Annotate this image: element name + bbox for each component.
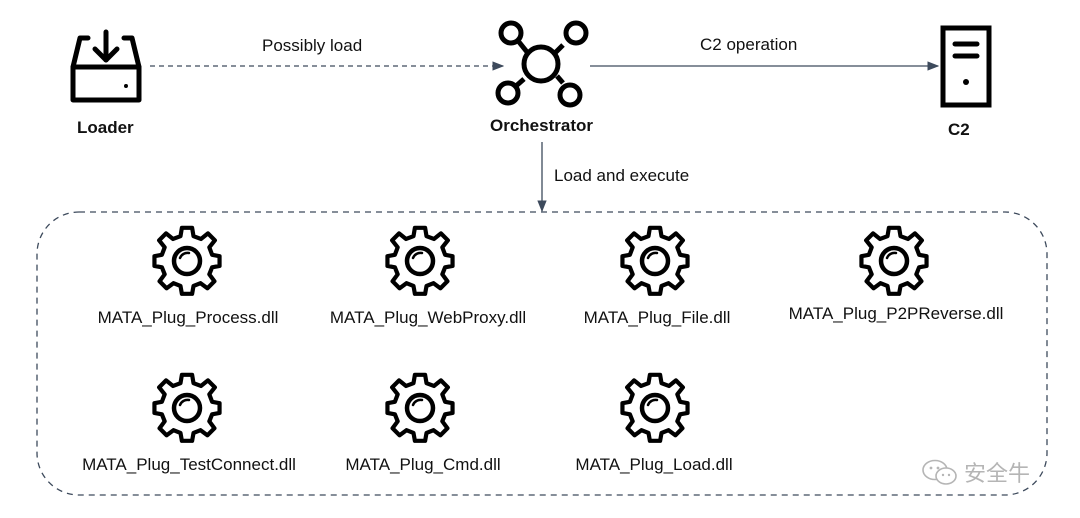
orchestrator-label: Orchestrator — [490, 116, 593, 135]
plugin-label: MATA_Plug_P2PReverse.dll — [788, 304, 1004, 323]
plugin-label: MATA_Plug_Process.dll — [97, 308, 279, 327]
gear-icon — [622, 375, 687, 441]
edge-label-possibly-load: Possibly load — [262, 36, 363, 55]
watermark-text: 安全牛 — [964, 462, 1031, 487]
wechat-icon — [922, 459, 957, 485]
plugin-label: MATA_Plug_Load.dll — [575, 455, 733, 474]
gear-icon — [861, 228, 926, 294]
plugin-container — [36, 211, 1048, 496]
plugin-label: MATA_Plug_WebProxy.dll — [329, 308, 527, 327]
edge-label-c2-operation: C2 operation — [700, 35, 798, 54]
download-tray-icon — [70, 29, 142, 103]
gear-icon — [154, 375, 219, 441]
loader-label: Loader — [77, 118, 134, 137]
watermark: 安全牛 — [920, 456, 1030, 488]
gear-icon — [154, 228, 219, 294]
plugin-label: MATA_Plug_TestConnect.dll — [82, 455, 296, 474]
edge-label-load-and-execute: Load and execute — [554, 166, 690, 185]
gear-icon — [387, 375, 452, 441]
network-hub-icon — [495, 20, 589, 108]
gear-icon — [387, 228, 452, 294]
c2-label: C2 — [948, 120, 970, 139]
server-icon — [940, 25, 992, 108]
plugin-label: MATA_Plug_File.dll — [583, 308, 731, 327]
plugin-label: MATA_Plug_Cmd.dll — [345, 455, 501, 474]
gear-icon — [622, 228, 687, 294]
